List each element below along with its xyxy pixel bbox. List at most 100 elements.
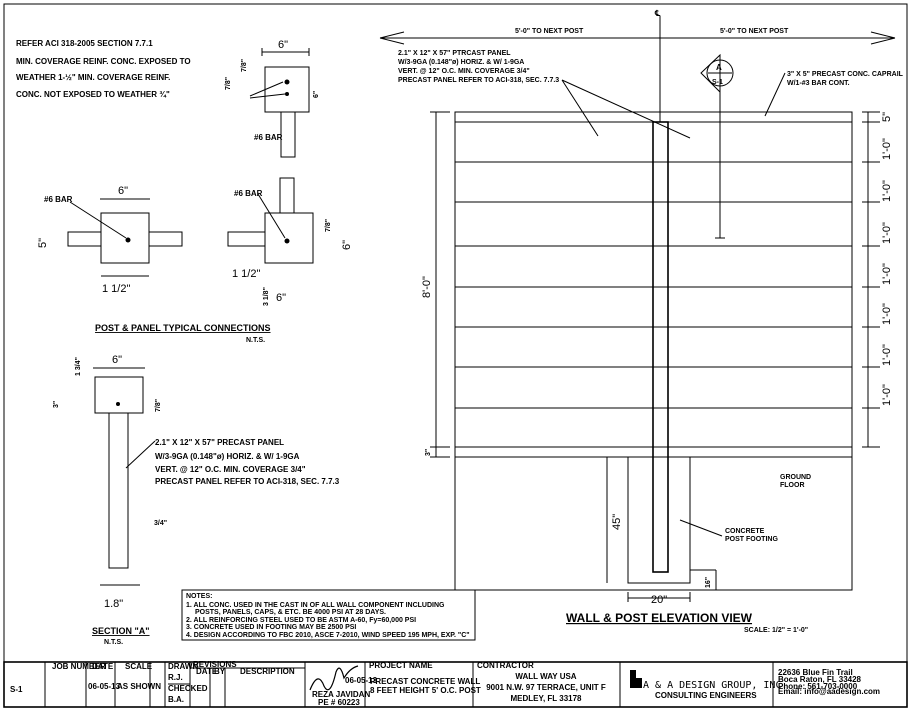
title_block-project-1-text: 8 FEET HEIGHT 5' O.C. POST [370, 686, 481, 695]
title_block-drawn-text: R.J. [168, 673, 183, 682]
elevation-centerline-text: ℄ [654, 9, 661, 18]
elevation-panel_callout-1-text: W/3-9GA (0.148"ø) HORIZ. & W/ 1-9GA [398, 59, 524, 66]
elevation-caprail_callout-0-text: 3" X 5" PRECAST CONC. CAPRAIL [787, 71, 904, 78]
title_block-firm_address-0-text: 22636 Blue Fin Trail [778, 668, 853, 677]
elevation-caprail_callout-1-text: W/1-#3 BAR CONT. [787, 80, 850, 87]
notes-items-1-text: POSTS, PANELS, CAPS, & ETC. BE 4000 PSI … [195, 609, 386, 616]
elevation-right_dims-1-text: 1'-0" [881, 138, 893, 160]
elevation-footing_width-text: 20" [651, 594, 667, 606]
connections-dims-one_half-text: 1 1/2" [102, 283, 130, 295]
circle-shape [284, 79, 290, 85]
elevation-footing_bottom-text: 16" [705, 577, 712, 588]
path-shape [249, 81, 286, 99]
rect-shape [280, 111, 296, 158]
general-note: REFER ACI 318-2005 SECTION 7.7.1 MIN. CO… [16, 39, 191, 99]
path-shape [708, 72, 732, 239]
elevation-right_dims-5-text: 1'-0" [881, 303, 893, 325]
connections-bar_label-text: #6 BAR [44, 195, 73, 204]
section-a-nts: N.T.S. [104, 639, 123, 646]
elevation-panel_callout-2-text: VERT. @ 12" O.C. MIN. COVERAGE 3/4" [398, 68, 530, 75]
circle-shape [116, 402, 120, 406]
rect-shape [148, 231, 183, 247]
rect-shape [264, 212, 314, 264]
section_a-dims-three-text: 3" [53, 401, 60, 408]
title_block-firm_address-1-text: Boca Raton, FL 33428 [778, 675, 862, 684]
elevation-right_dims-2-text: 1'-0" [881, 180, 893, 202]
connections-title: POST & PANEL TYPICAL CONNECTIONS [95, 323, 271, 333]
elevation-right_dims-6-text: 1'-0" [881, 344, 893, 366]
path-shape [44, 662, 774, 707]
path-shape [627, 592, 691, 602]
elevation-right_span-text: 5'-0" TO NEXT POST [720, 28, 789, 35]
circle-shape [706, 59, 734, 87]
elevation-ground_dim-text: 3" [425, 449, 432, 456]
section-marker[interactable]: A S-1 [700, 53, 734, 239]
title_block-firm_sub-text: CONSULTING ENGINEERS [655, 691, 757, 700]
connection-detail-left: 6" 5" #6 BAR 1 1/2" [37, 185, 183, 295]
title_block-rev_cols-1-text: BY [214, 667, 226, 676]
title_block-revisions_label-text: REVISIONS [193, 660, 237, 669]
elevation-footing_label-1-text: POST FOOTING [725, 536, 778, 543]
elevation-section_marker-sheet-text: S-1 [712, 79, 723, 86]
elevation-right_dims-3-text: 1'-0" [881, 222, 893, 244]
section_a-callout-3-text: PRECAST PANEL REFER TO ACI-318, SEC. 7.7… [155, 477, 340, 486]
notes-items-3-text: 3. CONCRETE USED IN FOOTING MAY BE 2500 … [186, 624, 356, 631]
title_block-contractor_label-text: CONTRACTOR [477, 661, 534, 670]
post [652, 121, 669, 573]
firm-logo [630, 670, 642, 688]
section_a-dims-three_quarter-text: 3/4" [154, 520, 167, 527]
title_block-contractor-0-text: WALL WAY USA [515, 672, 576, 681]
elevation-right_dims-0-text: 5" [881, 112, 893, 122]
title_block-drawn_label-text: DRAWN [168, 662, 198, 671]
path-shape [125, 440, 156, 469]
title_block-project_label-text: PROJECT NAME [369, 661, 433, 670]
title_block-scale_label-text: SCALE [125, 662, 153, 671]
section_a-dims-seven_eighths-text: 7/8" [155, 399, 162, 412]
title_block-date_label-text: DATE [92, 662, 114, 671]
rect-shape [181, 589, 476, 641]
elevation-left_span-text: 5'-0" TO NEXT POST [515, 28, 584, 35]
title_block-date-text: 06-05-13 [88, 682, 121, 691]
title_block-engineer_pe-text: PE # 60223 [318, 698, 360, 707]
elevation-scale: SCALE: 1/2" = 1'-0" [744, 627, 808, 634]
general_note-lines-2-text: WEATHER 1-½" MIN. COVERAGE REINF. [16, 73, 170, 82]
title_block-checked_label-text: CHECKED [168, 684, 208, 693]
circle-shape [285, 92, 289, 96]
sheet-number: S-1 [10, 685, 23, 694]
section_a-callout-1-text: W/3-9GA (0.148"ø) HORIZ. & W/ 1-9GA [155, 452, 300, 461]
connections-dims-three_eighths-text: 3 1/8" [263, 287, 270, 306]
path-shape [257, 193, 286, 239]
path-shape [862, 111, 880, 448]
elevation-right_dims-7-text: 1'-0" [881, 384, 893, 406]
rect-shape [67, 231, 102, 247]
connections-bar_label-text: #6 BAR [234, 189, 263, 198]
connection-detail-corner: #6 BAR 1 1/2" 6" 3 1/8" 7/8" 6" [227, 177, 353, 306]
elevation-panel_callout-0-text: 2.1" X 12" X 57" PTRCAST PANEL [398, 50, 511, 57]
firm-name: A & A DESIGN GROUP, INC. [643, 680, 788, 691]
notes-items-0-text: 1. ALL CONC. USED IN THE CAST IN OF ALL … [186, 602, 445, 609]
connections-bar_label-text: #6 BAR [254, 133, 283, 142]
general_note-lines-3-text: CONC. NOT EXPOSED TO WEATHER ¾" [16, 90, 170, 99]
title_block-checked-text: B.A. [168, 695, 184, 704]
title-block: S-1 JOB NUMBER DATE 06-05-13 SCALE AS SH… [3, 660, 908, 708]
general_note-lines-0-text: REFER ACI 318-2005 SECTION 7.7.1 [16, 39, 153, 48]
section_a-callout-0-text: 2.1" X 12" X 57" PRECAST PANEL [155, 438, 284, 447]
rect-shape [722, 526, 768, 544]
rect-shape [264, 66, 310, 113]
connections-nts: N.T.S. [246, 337, 265, 344]
path-shape [261, 48, 310, 56]
elevation-section_marker-letter-text: A [716, 63, 722, 72]
concrete-footing [627, 456, 691, 584]
title_block-rev_cols-2-text: DESCRIPTION [240, 667, 295, 676]
general_note-lines-1-text: MIN. COVERAGE REINF. CONC. EXPOSED TO [16, 57, 191, 66]
section-a-title: SECTION "A" [92, 626, 150, 636]
elevation-footing_depth-text: 45" [611, 514, 623, 530]
connections-dims-five-text: 5" [37, 238, 49, 248]
connections-dims-seven_eighths-text: 7/8" [325, 219, 332, 232]
circle-shape [284, 238, 290, 244]
section_a-dims-bottom-text: 1.8" [104, 598, 123, 610]
connections-dims-seven_eighths-text: 7/8" [241, 59, 248, 72]
title_block-rev_cols-0-text: DATE [196, 667, 218, 676]
title_block-engineer-text: REZA JAVIDAN [312, 690, 370, 699]
